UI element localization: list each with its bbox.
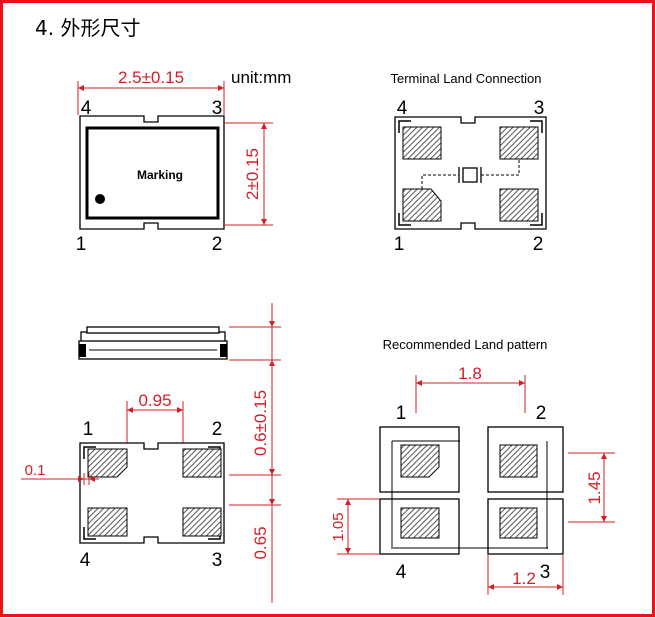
bottom-pad-1 bbox=[87, 448, 128, 478]
land-title: Recommended Land pattern bbox=[383, 337, 548, 352]
width-dim: 2±0.15 bbox=[243, 148, 262, 200]
pad-inset-dim: 0.1 bbox=[25, 462, 46, 479]
land-pin-2: 2 bbox=[536, 403, 547, 424]
land-pad-1 bbox=[400, 444, 440, 478]
marking-text: Marking bbox=[137, 168, 183, 182]
terminal-title: Terminal Land Connection bbox=[390, 71, 541, 86]
arrow-up bbox=[261, 123, 267, 129]
height-dim: 0.6±0.15 bbox=[251, 390, 270, 456]
arrow-down bbox=[261, 219, 267, 225]
top-view: 2.5±0.15 unit:mm Marking 2±0.15 4 3 1 2 bbox=[76, 68, 292, 255]
package-lid bbox=[85, 126, 220, 220]
crystal-symbol bbox=[421, 159, 520, 189]
terminal-pin-3: 3 bbox=[534, 98, 545, 119]
arrow-right bbox=[218, 85, 224, 91]
arrow-left bbox=[78, 85, 84, 91]
unit-label: unit:mm bbox=[231, 68, 291, 87]
land-pattern-view: Recommended Land pattern 1.8 1.45 bbox=[330, 337, 615, 595]
terminal-pin-4: 4 bbox=[397, 98, 408, 119]
pad-1 bbox=[402, 188, 442, 222]
bottom-view: 0.95 0.1 1 2 4 3 bbox=[21, 391, 225, 571]
bottom-pin-3: 3 bbox=[212, 550, 223, 571]
land-height-dim: 1.05 bbox=[330, 512, 347, 541]
pin-1-label: 1 bbox=[76, 234, 87, 255]
bottom-pin-1: 1 bbox=[83, 419, 94, 440]
land-pin-4: 4 bbox=[396, 562, 407, 583]
pin-2-label: 2 bbox=[212, 234, 223, 255]
pin-3-label: 3 bbox=[212, 98, 223, 119]
land-pin-1: 1 bbox=[396, 403, 407, 424]
land-pitch-x-dim: 1.8 bbox=[458, 364, 482, 383]
bottom-pad-3 bbox=[182, 507, 222, 537]
land-pad-2 bbox=[499, 444, 538, 478]
terminal-pin-1: 1 bbox=[394, 234, 405, 255]
bottom-pin-4: 4 bbox=[80, 550, 91, 571]
terminal-pin-2: 2 bbox=[533, 234, 544, 255]
pad-2 bbox=[499, 188, 539, 222]
pad-length-dim: 0.65 bbox=[251, 526, 270, 559]
section-heading: 4. 外形尺寸 bbox=[35, 16, 141, 40]
side-view bbox=[78, 326, 228, 360]
land-pin-3: 3 bbox=[540, 562, 551, 583]
bottom-pad-4 bbox=[87, 507, 128, 537]
pad-pitch-dim: 0.95 bbox=[138, 391, 171, 410]
bottom-pad-2 bbox=[182, 448, 222, 478]
terminal-view: Terminal Land Connection 4 3 1 2 bbox=[390, 71, 547, 255]
land-width-dim: 1.2 bbox=[512, 569, 536, 588]
package-outline bbox=[79, 115, 225, 230]
bottom-pin-2: 2 bbox=[212, 419, 223, 440]
land-pad-4 bbox=[400, 507, 440, 539]
land-pitch-y-dim: 1.45 bbox=[585, 471, 604, 504]
pin1-dot bbox=[95, 194, 105, 204]
land-pad-3 bbox=[499, 507, 538, 539]
length-dim: 2.5±0.15 bbox=[118, 68, 184, 87]
pad-3 bbox=[499, 126, 539, 160]
pin-4-label: 4 bbox=[81, 98, 92, 119]
dimension-drawing: 2.5±0.15 unit:mm Marking 2±0.15 4 3 1 2 … bbox=[21, 68, 615, 603]
pad-4 bbox=[402, 126, 442, 160]
height-dimension: 0.6±0.15 0.65 bbox=[229, 303, 281, 603]
